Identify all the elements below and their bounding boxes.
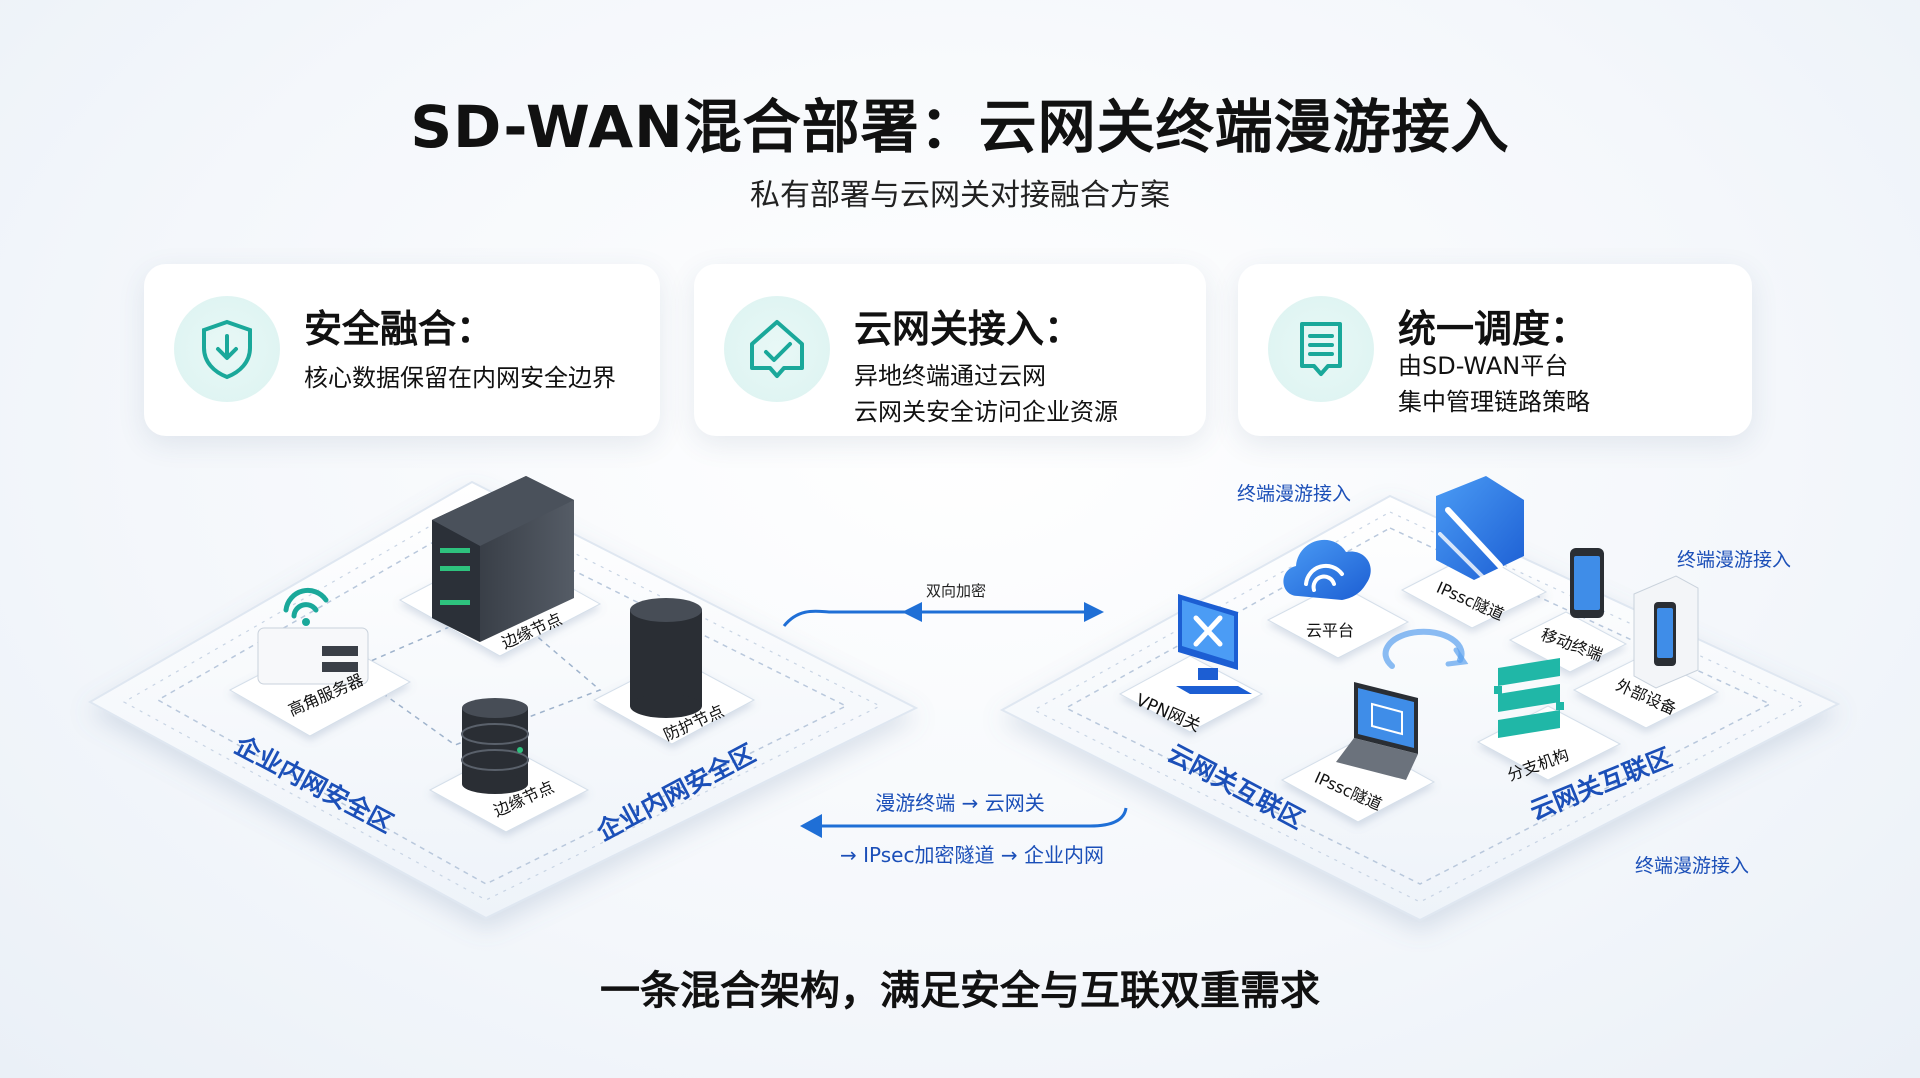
roam-label-1: 终端漫游接入 <box>1237 483 1351 505</box>
card-text: 由SD-WAN平台 <box>1398 352 1569 380</box>
roam-label-3: 终端漫游接入 <box>1635 855 1749 877</box>
sync-icon <box>1382 628 1469 669</box>
external-node: 外部设备 <box>1572 575 1720 729</box>
card-title: 统一调度： <box>1398 307 1589 351</box>
cloud-node: 云平台 <box>1266 539 1410 659</box>
card-text: 异地终端通过云网 <box>854 362 1046 390</box>
laptop-icon <box>1336 682 1418 780</box>
card-security: 安全融合： 核心数据保留在内网安全边界 <box>144 264 660 436</box>
vpn-node: VPN网关 <box>1118 594 1264 737</box>
card-gateway: 云网关接入： 异地终端通过云网 云网关安全访问企业资源 <box>694 264 1206 436</box>
monitor-icon <box>1176 594 1252 694</box>
server-node: 边缘节点 <box>398 476 602 657</box>
gateway-check-icon <box>724 296 830 402</box>
card-text: 云网关安全访问企业资源 <box>854 398 1118 426</box>
roaming-link-line1: 漫游终端 → 云网关 <box>875 791 1044 815</box>
arrow-left-icon <box>902 602 922 622</box>
phone-node: 移动终端 <box>1508 548 1628 673</box>
card-text: 集中管理链路策略 <box>1398 388 1590 416</box>
arrow-right-icon <box>1084 602 1104 622</box>
roam-label-2: 终端漫游接入 <box>1677 549 1791 571</box>
cloud-label: 云平台 <box>1306 621 1354 640</box>
card-title: 云网关接入： <box>854 307 1083 351</box>
branch-node: 分支机构 <box>1476 658 1622 785</box>
page-title: SD-WAN混合部署：云网关终端漫游接入 <box>410 93 1510 161</box>
card-title: 安全融合： <box>304 307 495 351</box>
arrow-left-icon <box>800 814 822 838</box>
footer-summary: 一条混合架构，满足安全与互联双重需求 <box>600 968 1320 1014</box>
router-node: 高角服务器 <box>228 588 412 737</box>
cylinder-node: 防护节点 <box>592 598 756 745</box>
encrypted-link: 双向加密 <box>782 582 1104 627</box>
ipsec-top-node: IPssc隧道 <box>1400 476 1548 629</box>
roaming-link: 漫游终端 → 云网关 → IPsec加密隧道 → 企业内网 <box>800 791 1128 867</box>
document-icon <box>1268 296 1374 402</box>
shield-check-icon <box>174 296 280 402</box>
card-text: 核心数据保留在内网安全边界 <box>304 364 616 392</box>
laptop-node: IPssc隧道 <box>1280 682 1436 823</box>
card-schedule: 统一调度： 由SD-WAN平台 集中管理链路策略 <box>1238 264 1752 436</box>
encrypted-link-label: 双向加密 <box>926 582 986 600</box>
roaming-link-line2: → IPsec加密隧道 → 企业内网 <box>840 843 1104 867</box>
cloud-icon <box>1283 539 1371 600</box>
page-subtitle: 私有部署与云网关对接融合方案 <box>750 178 1170 213</box>
wifi-icon <box>283 588 329 626</box>
branch-icon <box>1494 658 1564 738</box>
